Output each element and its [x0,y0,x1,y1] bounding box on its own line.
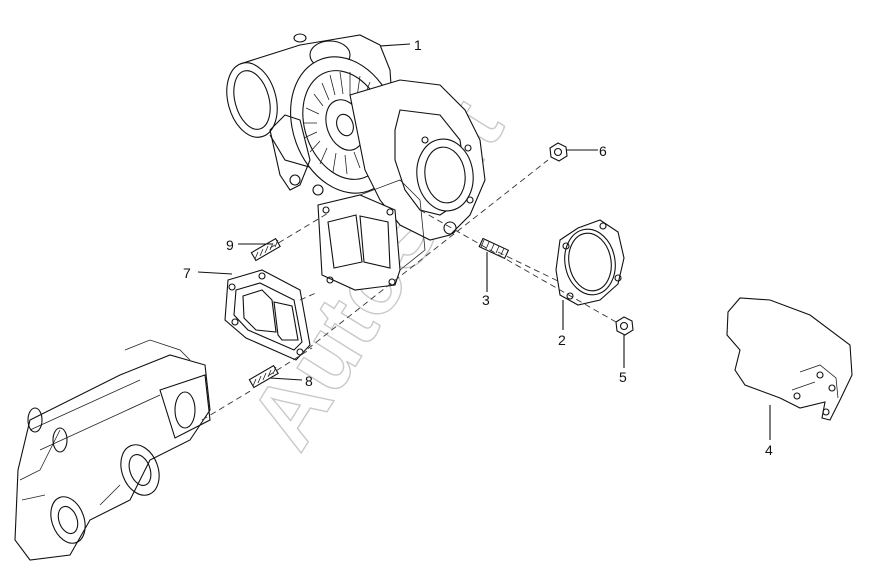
callout-5: 5 [619,369,627,385]
callout-6: 6 [599,143,607,159]
callout-4: 4 [765,442,773,458]
exhaust-manifold [14,339,211,561]
callout-3: 3 [482,292,490,308]
stud-3 [478,237,510,260]
leader-line-7 [197,271,233,275]
nut-5 [615,316,634,336]
assembly-dash-lines [201,159,617,421]
callout-1: 1 [414,37,422,53]
callout-2: 2 [558,332,566,348]
nut-6 [549,142,568,162]
stud-8 [248,364,279,389]
leader-line-8 [269,377,303,381]
callout-9: 9 [226,237,234,253]
heat-shield-4 [726,297,853,421]
callout-7: 7 [183,265,191,281]
turbocharger [226,33,486,291]
callout-8: 8 [305,373,313,389]
leader-line-1 [379,43,411,47]
gasket-flange-7 [224,269,311,361]
stud-9 [250,237,281,262]
gasket-ring-2 [555,219,625,306]
